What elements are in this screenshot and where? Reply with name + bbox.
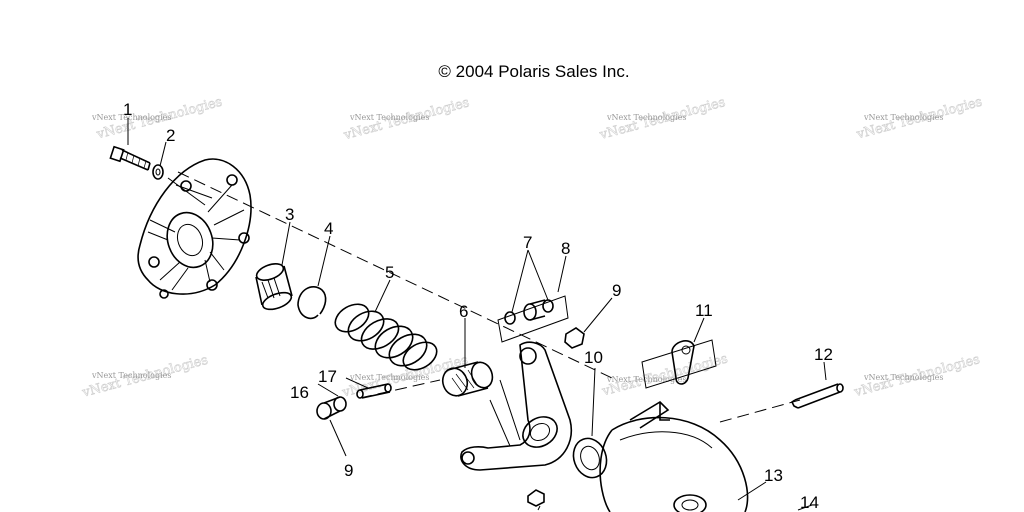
callout-6: 6 [459,302,468,321]
callout-12: 12 [814,345,833,364]
part-cover-plate [137,158,252,299]
watermark-5: vNext Technologies vNext Technologies [80,352,210,401]
assembly-centerline [177,171,613,379]
callout-17: 17 [318,367,337,386]
part-roller [441,361,494,397]
watermark-text-8: vNext Technologies [863,373,943,382]
watermark-text-4: vNext Technologies [863,113,943,122]
part-pin-cap [316,396,347,420]
callout-10: 10 [584,348,603,367]
part-spring [334,303,438,371]
callout-5: 5 [385,263,394,282]
callout-8: 8 [561,239,570,258]
watermark-8: vNext Technologies vNext Technologies [852,352,982,401]
shaft-centerline [719,399,801,423]
callout-3: 3 [285,205,294,224]
part-nut [564,327,585,349]
watermark-1: vNext Technologies vNext Technologies [91,94,224,143]
part-snap-ring [297,286,327,320]
watermark-text-1: vNext Technologies [91,113,171,122]
pin-centerline [359,379,441,399]
callout-9-upper: 9 [612,281,621,300]
callout-16: 16 [290,383,309,402]
callout-14: 14 [800,493,819,512]
watermark-text-6: vNext Technologies [349,373,429,382]
callout-7: 7 [523,233,532,252]
part-washer [152,164,164,180]
part-bolt [109,145,151,171]
callout-2: 2 [166,126,175,145]
watermark-2: vNext Technologies vNext Technologies [341,95,471,144]
callout-11: 11 [695,301,713,320]
part-sheave [599,400,749,512]
watermark-4: vNext Technologies vNext Technologies [854,94,984,143]
part-pin [356,383,392,399]
watermark-3: vNext Technologies vNext Technologies [597,95,727,144]
callout-1: 1 [123,100,132,119]
watermark-text-2: vNext Technologies [349,113,429,122]
part-lower-nut [527,489,545,507]
part-shaft [790,383,844,409]
watermark-text-5: vNext Technologies [91,371,171,380]
part-bushing-set [497,295,569,343]
watermark-text-7: vNext Technologies [606,375,686,384]
watermark-text-3: vNext Technologies [606,113,686,122]
part-arm [460,341,572,471]
callout-9-lower: 9 [344,461,353,480]
leader-lines [127,118,827,511]
callout-13: 13 [764,466,783,485]
callout-labels: 1 2 3 4 5 6 7 8 9 10 11 12 16 17 9 13 14 [123,100,833,512]
part-thrust-washer [572,437,608,479]
copyright-notice: © 2004 Polaris Sales Inc. [438,62,630,81]
part-bracket [641,339,717,389]
watermark-7: vNext Technologies vNext Technologies [600,351,730,400]
part-bushing [255,263,293,311]
callout-4: 4 [324,219,333,238]
